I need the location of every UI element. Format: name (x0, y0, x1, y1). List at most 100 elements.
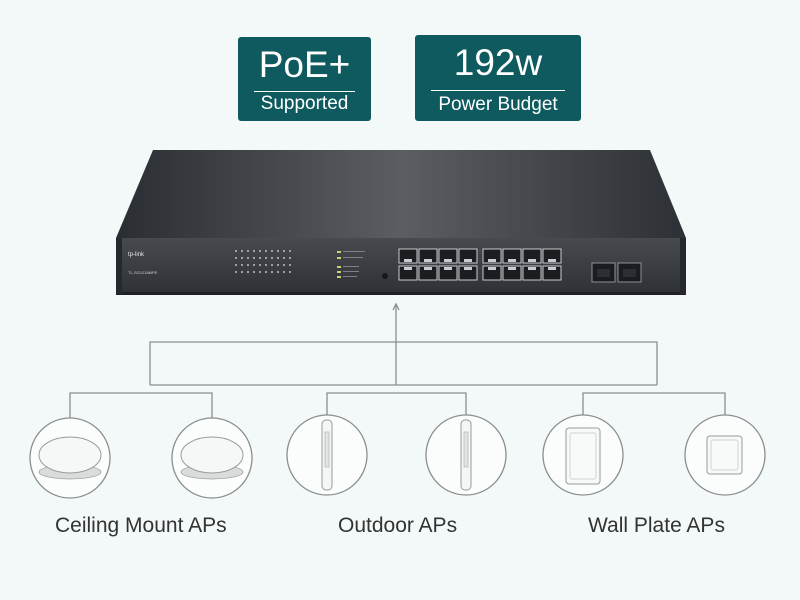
status-led (265, 264, 267, 266)
poe-status-legend (337, 251, 365, 278)
wall-plate-ap-icon (565, 427, 601, 485)
poe-switch: tp-link TL-SG1218MPE (116, 150, 686, 295)
ceiling-ap-icon (38, 436, 102, 480)
switch-bottom-edge (116, 292, 686, 295)
status-led (277, 257, 279, 259)
poe-badge-title: PoE+ (258, 44, 351, 85)
rj45-port[interactable] (542, 265, 562, 281)
rj45-port[interactable] (458, 265, 478, 281)
budget-badge-divider (431, 90, 565, 91)
rj45-port-latch (488, 267, 496, 270)
status-led (253, 264, 255, 266)
status-led (253, 271, 255, 273)
status-led (253, 257, 255, 259)
budget-badge-subtitle: Power Budget (438, 94, 558, 115)
sfp-port-cage (597, 269, 610, 277)
rj45-port-latch (528, 259, 536, 262)
rj45-port[interactable] (502, 248, 522, 264)
rj45-port-latch (424, 267, 432, 270)
status-led (283, 271, 285, 273)
status-led (271, 271, 273, 273)
status-led (283, 257, 285, 259)
rj45-port-latch (548, 267, 556, 270)
status-led (289, 257, 291, 259)
poe-badge-divider (254, 91, 355, 92)
rj45-port[interactable] (502, 265, 522, 281)
rj45-port-latch (404, 259, 412, 262)
wall-plate-ap-group (542, 414, 766, 496)
rj45-port-block (398, 248, 562, 281)
rj45-port[interactable] (482, 248, 502, 264)
status-led (235, 271, 237, 273)
rj45-port-latch (528, 267, 536, 270)
rj45-port[interactable] (398, 248, 418, 264)
rack-ear-left (116, 238, 122, 294)
ceiling-ap-icon (180, 436, 244, 480)
status-led (283, 264, 285, 266)
status-led (241, 257, 243, 259)
status-led (277, 250, 279, 252)
outdoor-ap-icon (321, 419, 333, 491)
status-led (247, 250, 249, 252)
power-budget-badge: 192w Power Budget (415, 35, 581, 121)
switch-top-panel (116, 150, 686, 238)
rj45-port-latch (548, 259, 556, 262)
status-led (235, 250, 237, 252)
status-led (259, 250, 261, 252)
status-led (277, 264, 279, 266)
rj45-port[interactable] (418, 248, 438, 264)
rj45-port[interactable] (438, 248, 458, 264)
reset-button[interactable] (382, 273, 388, 279)
wall-plate-ap-icon (706, 435, 743, 475)
outdoor-aps-label: Outdoor APs (338, 514, 458, 537)
rj45-port-latch (444, 267, 452, 270)
status-led (265, 257, 267, 259)
status-led (277, 271, 279, 273)
switch-model-label: TL-SG1218MPE (128, 270, 158, 275)
status-led (253, 250, 255, 252)
outdoor-ap-icon (460, 419, 472, 491)
sfp-port-cage (623, 269, 636, 277)
status-led (241, 264, 243, 266)
status-led (241, 250, 243, 252)
budget-badge-title: 192w (453, 42, 543, 83)
rj45-port[interactable] (398, 265, 418, 281)
status-led (289, 271, 291, 273)
sfp-port-block (591, 262, 642, 283)
rj45-port[interactable] (438, 265, 458, 281)
rj45-port-latch (508, 267, 516, 270)
status-led (265, 250, 267, 252)
status-led (271, 257, 273, 259)
rj45-port-latch (424, 259, 432, 262)
status-led (265, 271, 267, 273)
poe-supported-badge: PoE+ Supported (238, 37, 371, 121)
status-led (235, 264, 237, 266)
status-led (235, 257, 237, 259)
outdoor-ap-group (286, 414, 507, 496)
status-led (259, 257, 261, 259)
rj45-port-latch (508, 259, 516, 262)
status-led (289, 250, 291, 252)
rj45-port-latch (464, 259, 472, 262)
status-led (247, 271, 249, 273)
rj45-port[interactable] (522, 248, 542, 264)
status-led (247, 264, 249, 266)
status-led (271, 264, 273, 266)
rj45-port[interactable] (542, 248, 562, 264)
ceiling-mount-aps-label: Ceiling Mount APs (55, 514, 227, 537)
poe-badge-subtitle: Supported (260, 93, 349, 114)
status-led (283, 250, 285, 252)
rj45-port-latch (444, 259, 452, 262)
rack-ear-right (680, 238, 686, 294)
rj45-port-latch (404, 267, 412, 270)
rj45-port-latch (464, 267, 472, 270)
ceiling-mount-ap-group (29, 417, 253, 499)
rj45-port[interactable] (458, 248, 478, 264)
wall-plate-aps-label: Wall Plate APs (588, 514, 725, 537)
switch-brand-logo: tp-link (128, 252, 145, 258)
rj45-port[interactable] (482, 265, 502, 281)
status-led (289, 264, 291, 266)
rj45-port[interactable] (418, 265, 438, 281)
rj45-port[interactable] (522, 265, 542, 281)
